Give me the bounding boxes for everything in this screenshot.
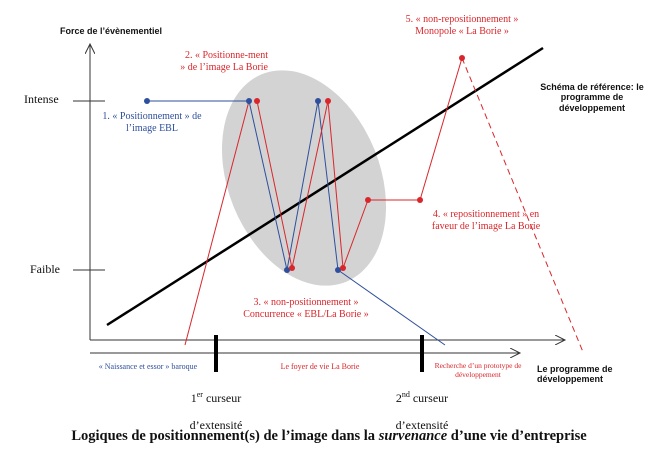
reference-label: Schéma de référence: le programme de dév… bbox=[540, 82, 644, 113]
red-point bbox=[340, 265, 346, 271]
caption-italic: survenance bbox=[378, 428, 448, 444]
cursor-2-sup: nd bbox=[401, 389, 410, 399]
red-dashed-projection bbox=[461, 57, 584, 353]
timeline-segment-1: « Naissance et essor » baroque bbox=[98, 362, 198, 371]
red-point bbox=[325, 98, 331, 104]
blue-point bbox=[335, 267, 341, 273]
blue-point bbox=[144, 98, 150, 104]
red-connector-line bbox=[184, 100, 250, 346]
cursor-2-number: 2 bbox=[395, 390, 402, 405]
red-point bbox=[254, 98, 260, 104]
figure-caption: Logiques de positionnement(s) de l’image… bbox=[0, 428, 658, 445]
red-point bbox=[417, 197, 423, 203]
red-point bbox=[365, 197, 371, 203]
y-axis-title: Force de l’évènementiel bbox=[60, 26, 163, 36]
cursor-1-number: 1 bbox=[190, 390, 197, 405]
phase-2-label: 2. « Positionne-ment » de l’image La Bor… bbox=[180, 50, 268, 73]
cursor-1-extensite: d’extensité bbox=[189, 418, 243, 433]
intense-label: Intense bbox=[24, 92, 59, 106]
caption-part-1: Logiques de positionnement(s) de l’image… bbox=[71, 428, 379, 444]
red-point bbox=[289, 265, 295, 271]
faible-label: Faible bbox=[30, 262, 60, 276]
red-point bbox=[459, 55, 465, 61]
cursor-1-label: 1er curseur d’extensité bbox=[176, 378, 256, 433]
cursor-1-word: curseur bbox=[202, 390, 242, 405]
blue-point bbox=[246, 98, 252, 104]
phase-1-label: 1. « Positionnement » de l’image EBL bbox=[102, 111, 202, 134]
reference-line bbox=[106, 46, 544, 327]
phase-3-label: 3. « non-positionnement » Concurrence « … bbox=[243, 297, 369, 320]
timeline-segment-2: Le foyer de vie La Borie bbox=[280, 362, 360, 371]
phase-5-label: 5. « non-repositionnement » Monopole « L… bbox=[405, 14, 519, 37]
cursor-2-label: 2nd curseur d’extensité bbox=[382, 378, 462, 433]
phase-4-label: 4. « repositionnement » en faveur de l’i… bbox=[431, 209, 541, 232]
timeline-segment-3: Recherche d’un prototype de développemen… bbox=[434, 361, 522, 379]
blue-point bbox=[284, 267, 290, 273]
cursor-1-sup: er bbox=[196, 389, 203, 399]
blue-projection-line bbox=[337, 269, 446, 346]
blue-point bbox=[315, 98, 321, 104]
x-axis-title: Le programme de développement bbox=[537, 364, 613, 385]
caption-part-2: d’une vie d’entreprise bbox=[447, 428, 587, 444]
cursor-2-word: curseur bbox=[409, 390, 449, 405]
cursor-2-extensite: d’extensité bbox=[395, 418, 449, 433]
